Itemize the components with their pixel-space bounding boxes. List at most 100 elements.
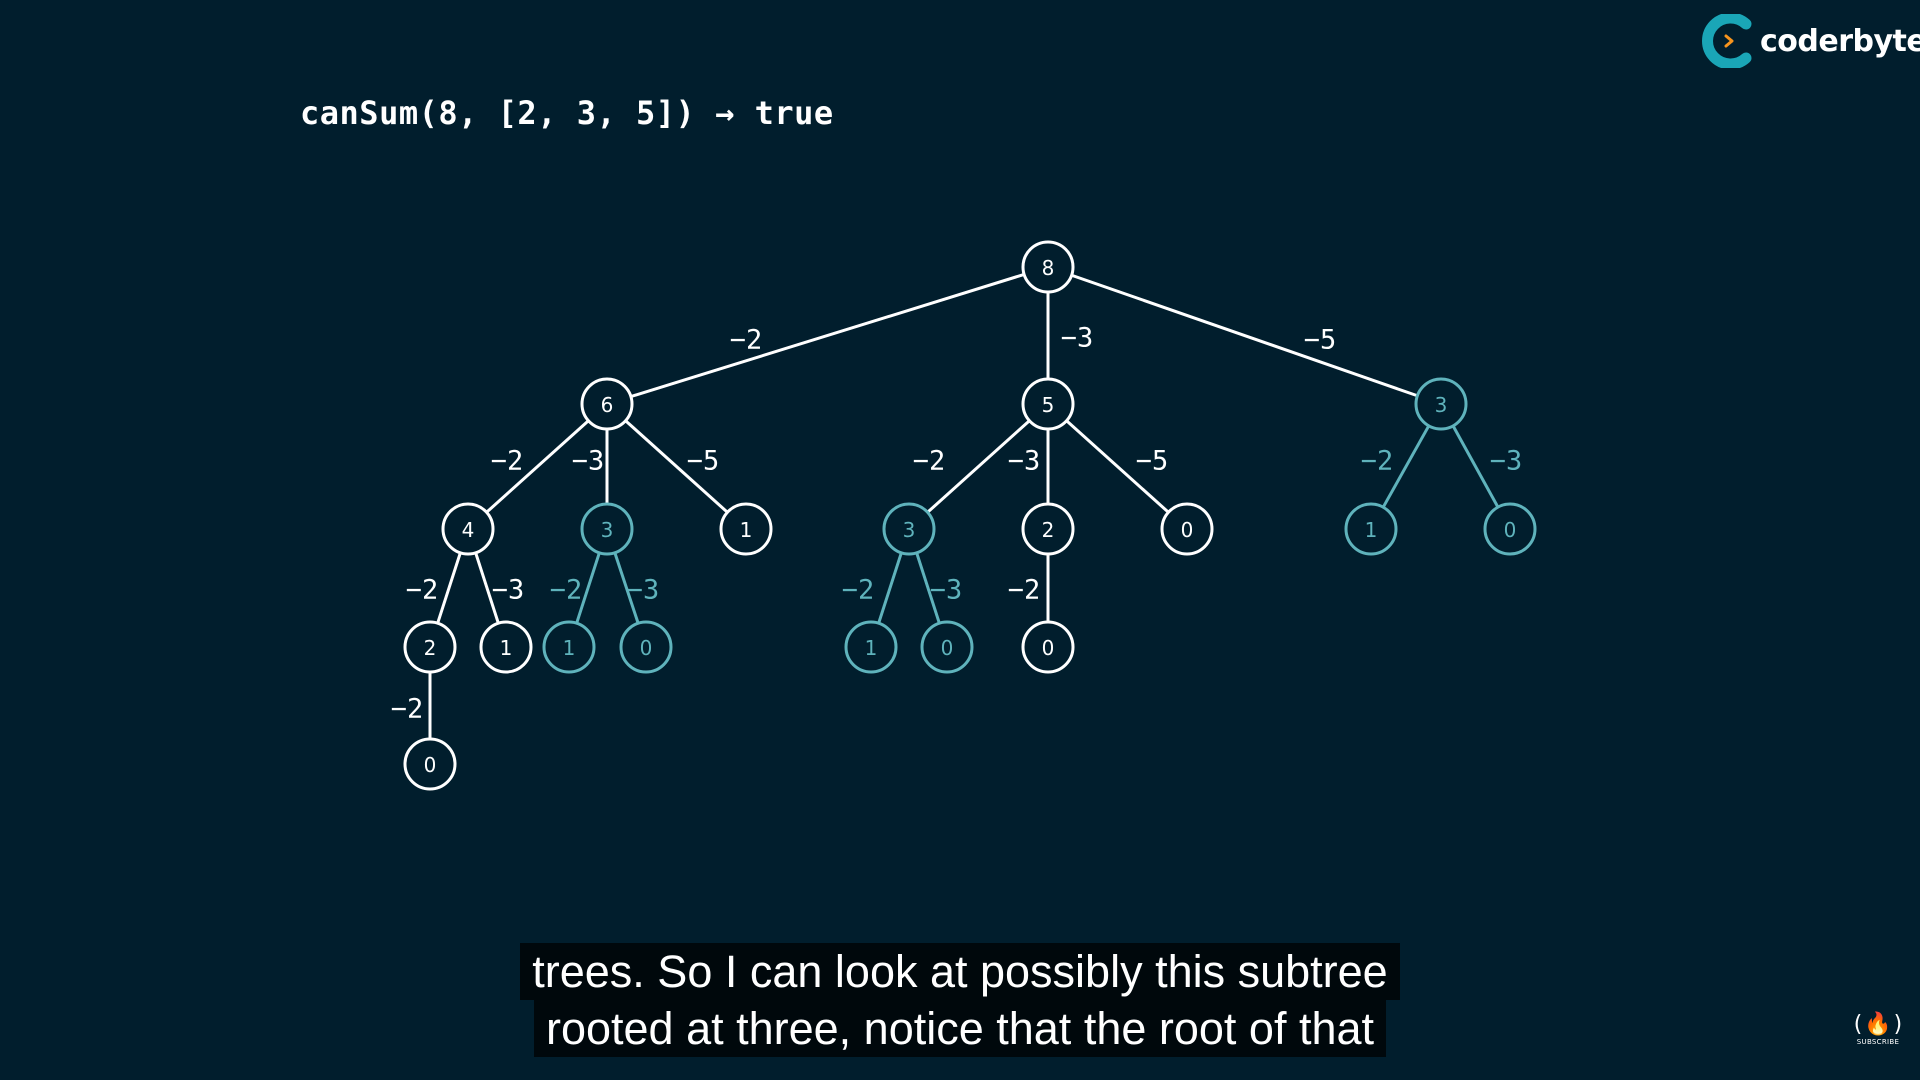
edge-label: −3: [1061, 323, 1094, 354]
node-circle: [403, 620, 457, 674]
tree-edge: [1381, 425, 1431, 508]
node-circle: [1160, 502, 1214, 556]
edge-label: −2: [391, 694, 424, 725]
node-value: 3: [601, 518, 614, 542]
node-circle: [1483, 502, 1537, 556]
node-value: 8: [1042, 256, 1055, 280]
node-value: 1: [563, 636, 576, 660]
tree-edge: [613, 552, 640, 624]
node-circle: [542, 620, 596, 674]
node-value: 0: [1504, 518, 1517, 542]
coderbyte-logo[interactable]: coderbyte: [1702, 14, 1920, 68]
tree-node: 4: [441, 502, 495, 556]
tree-node: 5: [1021, 377, 1075, 431]
node-circle: [1344, 502, 1398, 556]
node-circle: [1021, 620, 1075, 674]
node-circle: [403, 737, 457, 791]
subtitle-line-1: trees. So I can look at possibly this su…: [520, 943, 1400, 1000]
node-value: 0: [640, 636, 653, 660]
tree-edge: [485, 419, 590, 514]
tree-edge: [926, 419, 1031, 514]
tree-edges: [428, 272, 1500, 739]
node-circle: [1021, 502, 1075, 556]
tree-edge: [575, 552, 601, 624]
node-circle: [1414, 377, 1468, 431]
tree-node: 0: [619, 620, 673, 674]
node-value: 2: [1042, 518, 1055, 542]
node-circle: [1021, 377, 1075, 431]
tree-edge: [915, 552, 941, 624]
freecodecamp-logo-icon: (🔥): [1851, 1012, 1905, 1037]
tree-node: 3: [882, 502, 936, 556]
tree-node: 2: [1021, 502, 1075, 556]
edge-label: −3: [627, 575, 660, 606]
node-value: 1: [1365, 518, 1378, 542]
subtitle-caption: trees. So I can look at possibly this su…: [0, 943, 1920, 1057]
node-value: 5: [1042, 393, 1055, 417]
tree-edge: [630, 272, 1025, 399]
tree-edge: [624, 419, 729, 514]
page-title: canSum(8, [2, 3, 5]) → true: [300, 94, 834, 132]
tree-node: 2: [403, 620, 457, 674]
edge-label: −2: [730, 325, 763, 356]
edge-label: −2: [406, 575, 439, 606]
tree-node: 3: [1414, 377, 1468, 431]
edge-label: −5: [1136, 446, 1169, 477]
tree-node: 0: [403, 737, 457, 791]
brand-name: coderbyte: [1760, 23, 1920, 59]
edge-label: −3: [572, 446, 605, 477]
node-circle: [441, 502, 495, 556]
tree-node: 0: [920, 620, 974, 674]
node-value: 1: [500, 636, 513, 660]
tree-edge: [474, 552, 500, 624]
edge-label: −2: [491, 446, 524, 477]
edge-label: −2: [550, 575, 583, 606]
node-value: 0: [941, 636, 954, 660]
tree-node: 8: [1021, 240, 1075, 294]
subscribe-label: SUBSCRIBE: [1856, 1038, 1900, 1046]
edge-label: −5: [1304, 325, 1337, 356]
node-value: 0: [1042, 636, 1055, 660]
tree-node: 1: [1344, 502, 1398, 556]
node-circle: [882, 502, 936, 556]
node-circle: [580, 377, 634, 431]
tree-edge: [1071, 273, 1418, 398]
node-circle: [844, 620, 898, 674]
tree-node: 1: [542, 620, 596, 674]
node-value: 1: [865, 636, 878, 660]
tree-node: 3: [580, 502, 634, 556]
node-circle: [719, 502, 773, 556]
node-value: 3: [903, 518, 916, 542]
edge-label: −2: [1008, 575, 1041, 606]
edge-label: −3: [1008, 446, 1041, 477]
edge-label: −2: [842, 575, 875, 606]
node-value: 0: [1181, 518, 1194, 542]
edge-label: −5: [687, 446, 720, 477]
subtitle-line-2: rooted at three, notice that the root of…: [533, 1000, 1387, 1057]
node-value: 0: [424, 753, 437, 777]
node-circle: [920, 620, 974, 674]
subscribe-badge[interactable]: (🔥) SUBSCRIBE: [1848, 1012, 1908, 1046]
tree-edge: [877, 552, 903, 624]
node-value: 1: [740, 518, 753, 542]
tree-node: 0: [1483, 502, 1537, 556]
tree-node: 0: [1021, 620, 1075, 674]
edge-label: −3: [1490, 446, 1523, 477]
edge-label: −2: [1361, 446, 1394, 477]
tree-edge: [1451, 425, 1500, 508]
tree-node: 1: [479, 620, 533, 674]
node-value: 2: [424, 636, 437, 660]
tree-node: 1: [719, 502, 773, 556]
node-value: 3: [1435, 393, 1448, 417]
edge-label: −3: [492, 575, 525, 606]
node-circle: [619, 620, 673, 674]
node-value: 4: [462, 518, 475, 542]
tree-edge: [1065, 419, 1170, 514]
tree-node: 1: [844, 620, 898, 674]
edge-label: −2: [913, 446, 946, 477]
edge-label: −3: [930, 575, 963, 606]
node-circle: [479, 620, 533, 674]
node-circle: [580, 502, 634, 556]
tree-edge: [436, 552, 462, 624]
